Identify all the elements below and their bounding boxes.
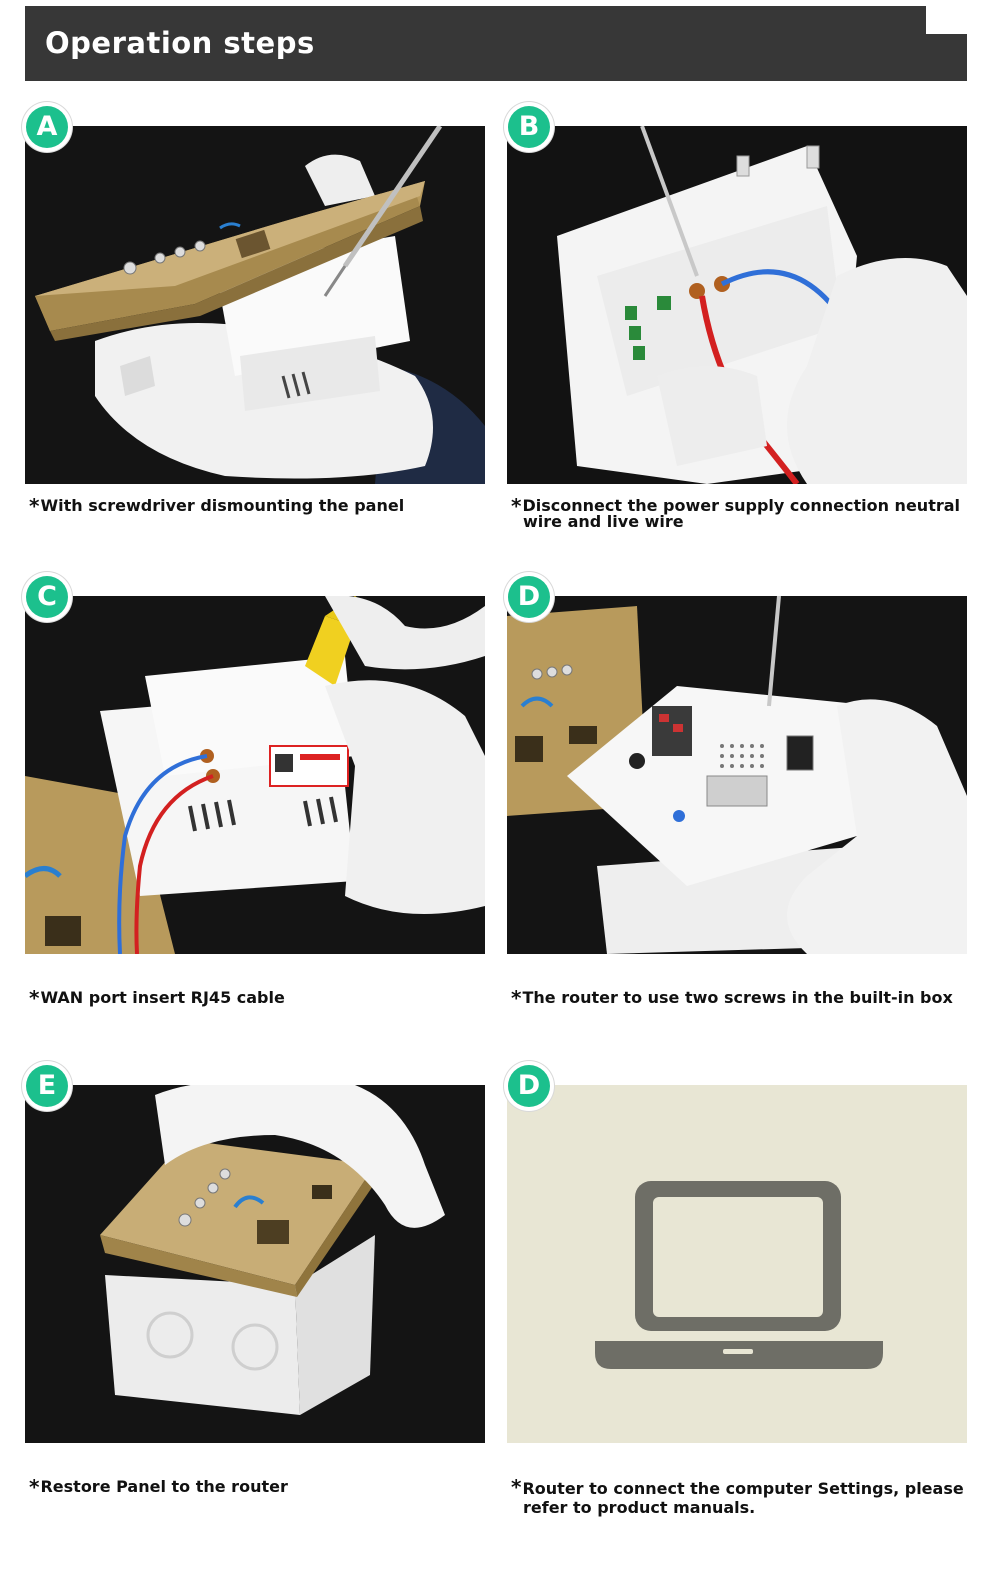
- step-caption: *The router to use two screws in the bui…: [511, 986, 953, 1010]
- step-c-photo: [25, 596, 485, 954]
- step-badge: D: [504, 1061, 554, 1111]
- step-caption: *Router to connect the computer Settings…: [511, 1475, 964, 1517]
- step-caption: *WAN port insert RJ45 cable: [29, 986, 285, 1010]
- step-d-photo: [507, 596, 967, 954]
- page-title: Operation steps: [45, 26, 315, 60]
- step-laptop-photo: [507, 1085, 967, 1443]
- section-header: Operation steps: [25, 6, 967, 81]
- step-badge: A: [22, 102, 72, 152]
- step-caption: *With screwdriver dismounting the panel: [29, 494, 405, 518]
- laptop-icon: [595, 1181, 883, 1369]
- header-notch: [923, 6, 967, 34]
- step-b-photo: [507, 126, 967, 484]
- step-e-photo: [25, 1085, 485, 1443]
- step-a-photo: [25, 126, 485, 484]
- step-badge: B: [504, 102, 554, 152]
- step-badge: D: [504, 572, 554, 622]
- step-caption: *Restore Panel to the router: [29, 1475, 288, 1499]
- step-badge: C: [22, 572, 72, 622]
- step-caption: *Disconnect the power supply connection …: [511, 494, 961, 531]
- step-badge: E: [22, 1061, 72, 1111]
